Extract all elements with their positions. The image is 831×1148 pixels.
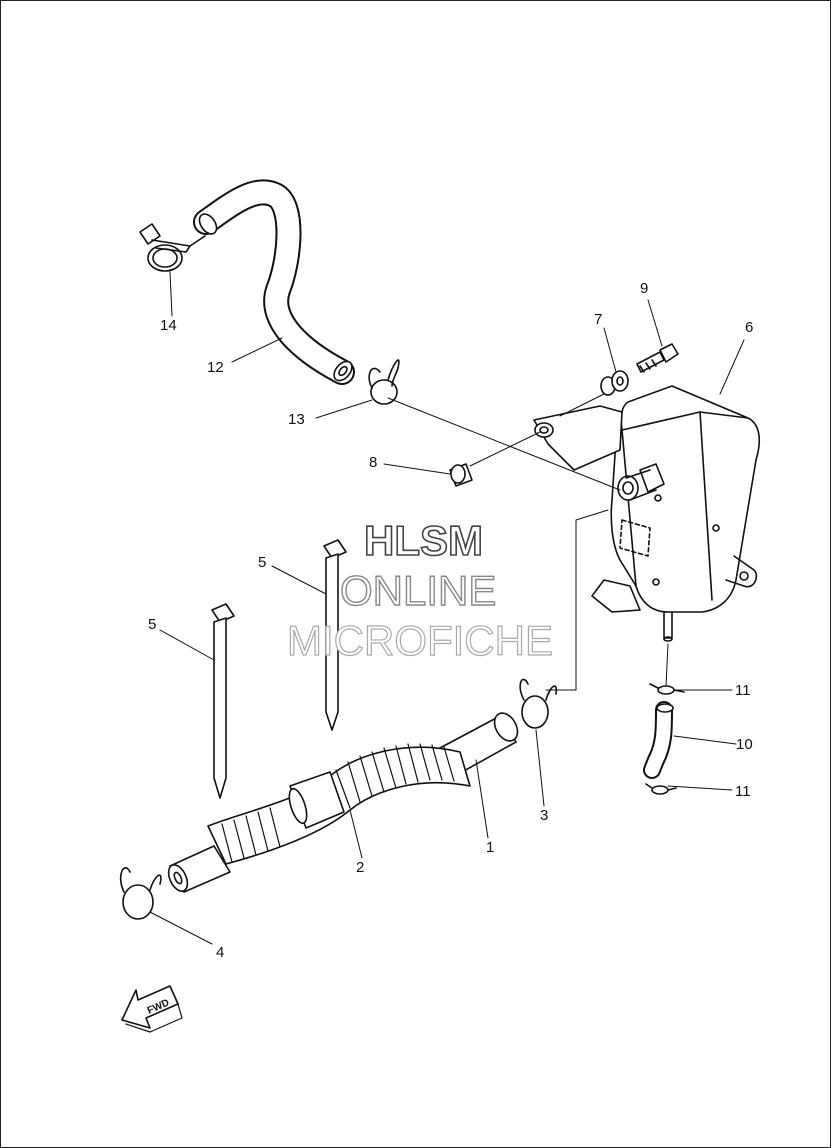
- part-7-grommet[interactable]: [600, 370, 629, 396]
- callout-5-left: 5: [148, 616, 157, 633]
- callout-8: 8: [369, 454, 378, 471]
- part-5-cable-tie-left[interactable]: [211, 603, 235, 799]
- callout-12: 12: [207, 359, 224, 376]
- callout-3: 3: [540, 807, 549, 824]
- watermark-line-3: MICROFICHE: [286, 617, 553, 664]
- callout-6: 6: [745, 319, 754, 336]
- callout-9: 9: [640, 280, 649, 297]
- callout-13: 13: [288, 411, 305, 428]
- part-3-clip[interactable]: [519, 678, 558, 729]
- callout-14: 14: [160, 317, 177, 334]
- callout-7: 7: [594, 311, 603, 328]
- part-11-clip-lower[interactable]: [645, 783, 677, 795]
- part-5-cable-tie-right[interactable]: [323, 539, 347, 731]
- leader-lines: [149, 271, 745, 945]
- callout-5-right: 5: [258, 554, 267, 571]
- watermark-line-1: HLSM: [363, 517, 484, 564]
- part-11-clip-upper[interactable]: [649, 683, 685, 695]
- part-9-bolt[interactable]: [636, 343, 679, 373]
- fwd-arrow-icon: FWD: [121, 985, 183, 1033]
- part-12-hose[interactable]: [193, 179, 355, 385]
- part-13-clip[interactable]: [368, 359, 400, 405]
- part-8-collar[interactable]: [449, 463, 473, 487]
- part-10-small-hose[interactable]: [643, 701, 674, 779]
- callout-1: 1: [486, 839, 495, 856]
- watermark-line-2: ONLINE: [339, 567, 497, 614]
- part-4-clip[interactable]: [119, 867, 162, 920]
- part-14-hose-clamp[interactable]: [139, 223, 206, 272]
- assembly-lines: [387, 393, 669, 691]
- callout-11-upper: 11: [735, 682, 751, 699]
- part-2-corrugated-hose[interactable]: [165, 743, 471, 894]
- callout-4: 4: [216, 944, 225, 961]
- callout-10: 10: [736, 736, 753, 753]
- part-6-silencer-box[interactable]: [533, 385, 761, 642]
- callout-11-lower: 11: [735, 783, 751, 800]
- callout-2: 2: [356, 859, 365, 876]
